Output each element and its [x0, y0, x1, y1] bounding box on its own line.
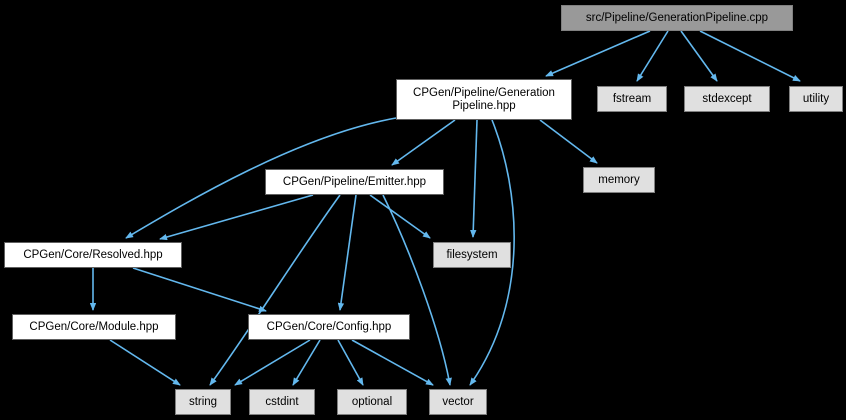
edge-n10-to-n11	[234, 339, 311, 386]
edge-n0-to-n3	[680, 30, 718, 82]
graph-node-n8[interactable]: filesystem	[433, 242, 511, 268]
graph-node-n13[interactable]: optional	[337, 389, 407, 415]
edge-n10-to-n12	[292, 339, 321, 386]
edge-n5-to-n8	[369, 194, 431, 239]
edge-n5-to-n10	[337, 194, 357, 311]
graph-node-n11[interactable]: string	[175, 389, 231, 415]
graph-node-n5[interactable]: CPGen/Pipeline/Emitter.hpp	[265, 169, 444, 195]
edge-n1-to-n5	[391, 119, 456, 166]
edge-n0-to-n1	[545, 30, 651, 77]
graph-node-n2[interactable]: fstream	[597, 86, 667, 112]
edge-n1-to-n7	[125, 117, 397, 239]
edge-n1-to-n6	[539, 119, 598, 164]
edge-n10-to-n14	[351, 339, 434, 386]
edge-n0-to-n2	[636, 30, 669, 82]
graph-node-n12[interactable]: cstdint	[249, 389, 315, 415]
edge-n1-to-n8	[470, 119, 478, 238]
edge-n1-to-n14	[469, 119, 515, 386]
edge-n5-to-n11	[209, 194, 341, 386]
graph-node-n7[interactable]: CPGen/Core/Resolved.hpp	[4, 242, 182, 268]
graph-node-n3[interactable]: stdexcept	[684, 86, 770, 112]
graph-node-n6[interactable]: memory	[583, 167, 655, 193]
edge-n5-to-n7	[159, 194, 314, 241]
edge-n0-to-n4	[699, 30, 801, 82]
graph-node-n9[interactable]: CPGen/Core/Module.hpp	[12, 314, 176, 340]
graph-node-n14[interactable]: vector	[429, 389, 487, 415]
graph-node-n0[interactable]: src/Pipeline/GenerationPipeline.cpp	[561, 5, 793, 31]
graph-node-n4[interactable]: utility	[789, 86, 843, 112]
edge-n5-to-n14	[382, 194, 452, 386]
edge-n7-to-n10	[132, 267, 267, 312]
edge-n9-to-n11	[109, 339, 181, 386]
graph-node-n10[interactable]: CPGen/Core/Config.hpp	[248, 314, 410, 340]
graph-node-n1[interactable]: CPGen/Pipeline/Generation Pipeline.hpp	[396, 79, 572, 120]
edge-n10-to-n13	[337, 339, 364, 386]
